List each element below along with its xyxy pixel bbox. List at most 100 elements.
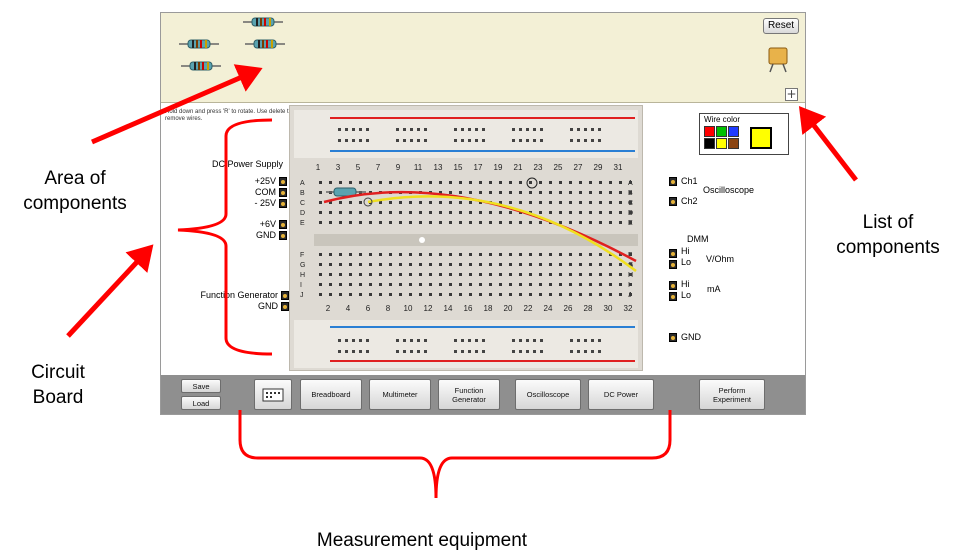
wire-color-swatch[interactable]: [704, 126, 715, 137]
wire-color-picker[interactable]: Wire color: [699, 113, 789, 155]
rail-hole: [424, 350, 427, 353]
ma-hi-jack[interactable]: [669, 281, 677, 290]
column-number: 3: [336, 163, 341, 172]
wire-color-swatch[interactable]: [716, 138, 727, 149]
save-button[interactable]: Save: [181, 379, 221, 393]
rail-hole: [366, 350, 369, 353]
breadboard-hole: [399, 263, 402, 266]
breadboard-hole: [489, 221, 492, 224]
rail-hole: [533, 339, 536, 342]
resistor-component[interactable]: [181, 61, 221, 71]
breadboard-hole: [389, 263, 392, 266]
breadboard-hole: [599, 201, 602, 204]
hint-text: Hold down and press 'R' to rotate. Use d…: [165, 109, 293, 122]
breadboard-hole: [409, 211, 412, 214]
breadboard-hole: [629, 221, 632, 224]
function-generator-button[interactable]: Function Generator: [438, 379, 500, 410]
rail-hole: [454, 339, 457, 342]
annotation-line: components: [23, 193, 127, 214]
breadboard-hole: [399, 293, 402, 296]
column-number: 1: [316, 163, 321, 172]
ch1-jack[interactable]: [669, 177, 677, 186]
breadboard-hole: [399, 283, 402, 286]
gnd-jack[interactable]: [279, 231, 287, 240]
rail-hole: [482, 339, 485, 342]
column-number: 5: [356, 163, 361, 172]
column-number: 15: [454, 163, 463, 172]
annotation-line: Area of: [44, 168, 106, 189]
breadboard-hole: [549, 263, 552, 266]
breadboard-hole: [399, 221, 402, 224]
gnd-right-jack[interactable]: [669, 333, 677, 342]
breadboard-hole: [449, 221, 452, 224]
breadboard-hole: [509, 211, 512, 214]
oscilloscope-label: Oscilloscope: [703, 185, 755, 195]
breadboard-hole: [519, 201, 522, 204]
breadboard-hole: [319, 263, 322, 266]
dmm-hi-jack[interactable]: [669, 249, 677, 258]
breadboard-holes[interactable]: AABBCCDDEEFFGGHHIIJJ13579111315171921232…: [290, 106, 644, 372]
components-area[interactable]: Reset +: [161, 13, 805, 103]
fg-output-jack[interactable]: [281, 291, 289, 300]
breadboard-button[interactable]: Breadboard: [300, 379, 362, 410]
wire-color-swatch[interactable]: [704, 138, 715, 149]
load-button[interactable]: Load: [181, 396, 221, 410]
minus25-label: - 25V: [254, 198, 276, 208]
breadboard-hole: [319, 283, 322, 286]
breadboard-hole: [619, 211, 622, 214]
resistor-component[interactable]: [179, 39, 219, 49]
wire-color-swatch[interactable]: [728, 138, 739, 149]
ch2-jack[interactable]: [669, 197, 677, 206]
rail-hole: [468, 339, 471, 342]
ma-lo-jack[interactable]: [669, 292, 677, 301]
annotation-line: Circuit: [31, 362, 85, 383]
breadboard-hole: [609, 273, 612, 276]
rail-hole: [533, 139, 536, 142]
resistor-component[interactable]: [243, 17, 283, 27]
breadboard-hole: [329, 253, 332, 256]
breadboard-hole: [539, 293, 542, 296]
fg-gnd-jack[interactable]: [281, 302, 289, 311]
plus6-jack[interactable]: [279, 220, 287, 229]
breadboard-hole: [429, 293, 432, 296]
breadboard-hole: [529, 191, 532, 194]
capacitor-component[interactable]: [767, 47, 789, 73]
rail-hole: [519, 339, 522, 342]
breadboard-hole: [439, 221, 442, 224]
breadboard-hole: [369, 263, 372, 266]
plus25-jack[interactable]: [279, 177, 287, 186]
breadboard-hole: [369, 211, 372, 214]
breadboard-hole: [489, 263, 492, 266]
dmm-lo-jack[interactable]: [669, 260, 677, 269]
minus25-jack[interactable]: [279, 199, 287, 208]
oscilloscope-button[interactable]: Oscilloscope: [515, 379, 581, 410]
breadboard-icon-button[interactable]: [254, 379, 292, 410]
breadboard-hole: [569, 191, 572, 194]
rail-hole: [570, 339, 573, 342]
com-jack[interactable]: [279, 188, 287, 197]
annotation-line: List of: [862, 212, 914, 233]
resistor-component[interactable]: [245, 39, 285, 49]
wire-color-swatch[interactable]: [716, 126, 727, 137]
breadboard-hole: [339, 201, 342, 204]
rail-hole: [591, 350, 594, 353]
perform-experiment-button[interactable]: Perform Experiment: [699, 379, 765, 410]
multimeter-button[interactable]: Multimeter: [369, 379, 431, 410]
breadboard-hole: [409, 283, 412, 286]
reset-button[interactable]: Reset: [763, 18, 799, 34]
breadboard-hole: [549, 253, 552, 256]
dc-power-button[interactable]: DC Power: [588, 379, 654, 410]
breadboard-hole: [629, 201, 632, 204]
rail-hole: [396, 350, 399, 353]
arrow-list-of-components: [798, 106, 858, 182]
breadboard-hole: [349, 283, 352, 286]
breadboard-hole: [529, 283, 532, 286]
wire-color-swatch[interactable]: [728, 126, 739, 137]
breadboard[interactable]: AABBCCDDEEFFGGHHIIJJ13579111315171921232…: [289, 105, 643, 371]
breadboard-hole: [529, 253, 532, 256]
column-number: 7: [376, 163, 381, 172]
list-components-button[interactable]: +: [785, 87, 798, 101]
rail-hole: [577, 139, 580, 142]
selected-wire-color: [750, 127, 772, 149]
